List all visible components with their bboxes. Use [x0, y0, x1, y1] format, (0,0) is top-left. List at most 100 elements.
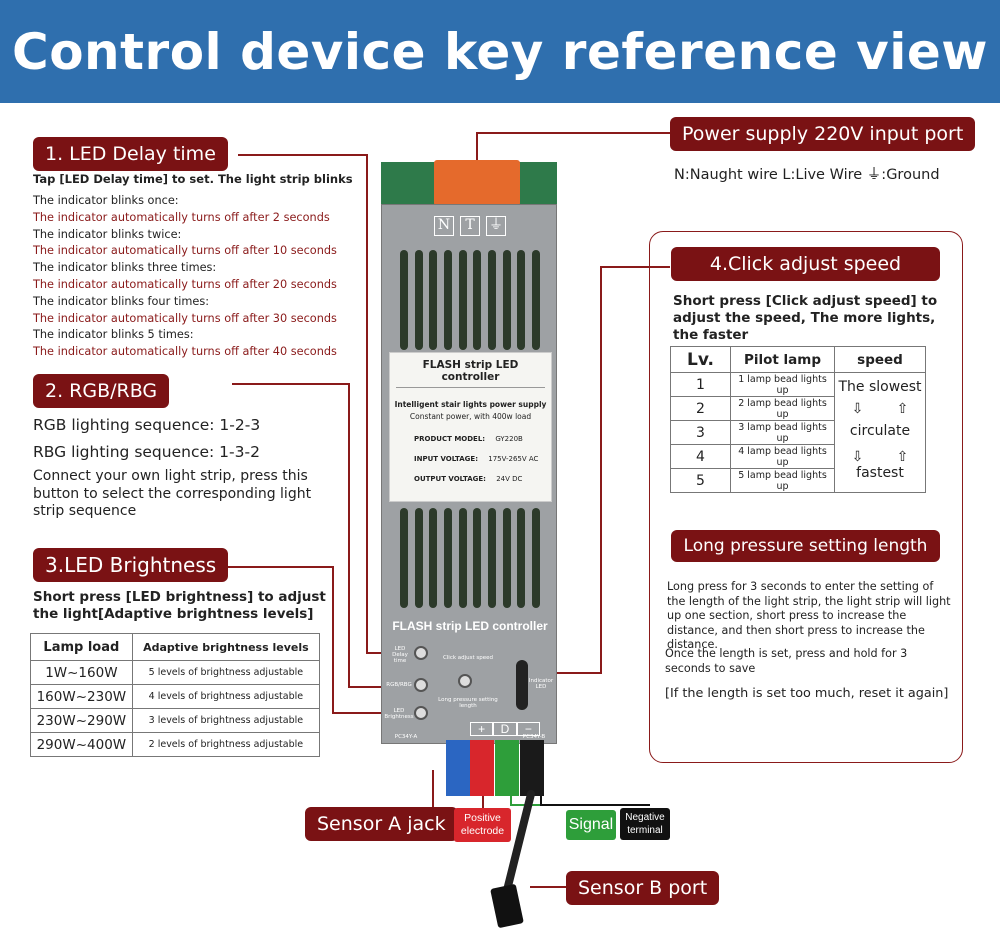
brand-logo-t: T: [460, 216, 480, 236]
leader-line: [332, 712, 414, 714]
delay-row: The indicator blinks 5 times:: [33, 328, 194, 342]
brightness-table: Lamp load Adaptive brightness levels 1W~…: [30, 633, 321, 757]
vent-slots-top: [400, 250, 540, 350]
negative-terminal-tag: Negative terminal: [620, 808, 670, 840]
speed-slowest: The slowest: [838, 379, 922, 395]
rgb-rbg-tag: 2. RGB/RBG: [33, 374, 170, 408]
led-brightness-button[interactable]: [414, 706, 428, 720]
header-banner: Control device key reference view: [0, 0, 1000, 103]
table-cell: 290W~400W: [30, 732, 133, 757]
indicator-led-label: Indicator LED: [528, 678, 554, 690]
vent-slot: [473, 508, 482, 608]
delay-row: The indicator automatically turns off af…: [33, 210, 330, 224]
product-label-title: FLASH strip LED controller: [396, 353, 545, 388]
speed-table: Lv. Pilot lamp speed 1 1 lamp bead light…: [670, 346, 926, 493]
vent-slots-bottom: [400, 508, 540, 608]
table-header: Lv.: [670, 346, 731, 373]
vent-slot: [400, 250, 408, 350]
table-cell: 3: [670, 420, 731, 445]
leader-line: [476, 132, 670, 134]
page-title: Control device key reference view: [12, 22, 988, 81]
plus-symbol: +: [470, 722, 494, 736]
output-voltage-row: OUTPUT VOLTAGE: 24V DC: [414, 475, 551, 483]
click-adjust-speed-description: Short press [Click adjust speed] to adju…: [673, 293, 938, 343]
delay-row: The indicator blinks twice:: [33, 227, 182, 241]
led-delay-time-section: Tap [LED Delay time] to set. The light s…: [33, 172, 353, 361]
long-pressure-button-label: Long pressure setting length: [438, 697, 498, 709]
leader-line: [530, 672, 602, 674]
leader-line: [332, 566, 334, 714]
leader-line: [600, 266, 602, 674]
rgb-rbg-description: Connect your own light strip, press this…: [33, 468, 312, 519]
speed-column: The slowest ⇩ ⇧ circulate ⇩ ⇧ fastest: [834, 372, 926, 493]
product-label-line2: Constant power, with 400w load: [409, 412, 532, 421]
led-brightness-button-label: LED Brightness: [384, 708, 414, 720]
leader-line: [366, 154, 368, 654]
delay-row: The indicator automatically turns off af…: [33, 244, 337, 258]
speed-arrows: ⇩ ⇧: [835, 398, 925, 420]
long-press-paragraph-2: Once the length is set, press and hold f…: [665, 647, 908, 675]
table-header: Pilot lamp: [730, 346, 835, 373]
signal-tag: Signal: [566, 810, 616, 840]
delay-row: The indicator blinks three times:: [33, 261, 217, 275]
table-cell: 4 lamp bead lights up: [730, 444, 835, 469]
click-adjust-speed-tag: 4.Click adjust speed: [671, 247, 940, 281]
table-cell: 2 levels of brightness adjustable: [131, 732, 321, 757]
product-model-label: PRODUCT MODEL:: [414, 435, 486, 443]
leader-line: [540, 804, 650, 806]
table-header: Lamp load: [30, 633, 133, 661]
table-cell: 230W~290W: [30, 708, 133, 733]
vent-slot: [400, 508, 408, 608]
device-body-title: FLASH strip LED controller: [392, 619, 548, 633]
led-delay-intro: Tap [LED Delay time] to set. The light s…: [33, 172, 353, 186]
leader-line: [232, 383, 350, 385]
delay-row: The indicator blinks once:: [33, 194, 179, 207]
pcb-label-b: PC34Y-B: [522, 734, 546, 740]
speed-arrows: ⇩ ⇧: [835, 446, 925, 468]
vent-slot: [458, 508, 467, 608]
table-cell: 1 lamp bead lights up: [730, 372, 835, 397]
table-cell: 1W~160W: [30, 660, 133, 685]
table-row: 1 1 lamp bead lights up The slowest ⇩ ⇧ …: [670, 372, 926, 493]
sensor-b-plug: [490, 883, 524, 929]
product-label-line1: Intelligent stair lights power supply: [394, 400, 547, 409]
click-adjust-speed-button[interactable]: [458, 674, 472, 688]
table-cell: 4: [670, 444, 731, 469]
delay-row: The indicator automatically turns off af…: [33, 345, 337, 359]
leader-line: [510, 804, 560, 806]
power-input-terminal: [434, 160, 520, 206]
leader-line: [228, 566, 334, 568]
led-delay-rows: The indicator blinks once: The indicator …: [33, 193, 353, 361]
vent-slot: [429, 508, 438, 608]
sensor-a-terminal: [446, 740, 470, 796]
brand-logo-ground: ⏚: [486, 216, 506, 236]
delay-row: The indicator blinks four times:: [33, 294, 210, 308]
brand-logo-n: N: [434, 216, 454, 236]
led-delay-time-button[interactable]: [414, 646, 428, 660]
delay-row: The indicator automatically turns off af…: [33, 277, 337, 291]
leader-line: [348, 383, 350, 687]
output-voltage-label: OUTPUT VOLTAGE:: [414, 475, 486, 483]
table-cell: 4 levels of brightness adjustable: [131, 684, 321, 709]
arrow-up-icon: ⇧: [896, 401, 909, 417]
speed-fastest: fastest: [856, 465, 904, 481]
power-supply-tag: Power supply 220V input port: [670, 117, 976, 151]
led-brightness-description: Short press [LED brightness] to adjust t…: [33, 589, 326, 622]
rgb-rbg-button[interactable]: [414, 678, 428, 692]
vent-slot: [517, 508, 526, 608]
table-header-row: Lamp load Adaptive brightness levels: [30, 633, 321, 661]
input-voltage-label: INPUT VOLTAGE:: [414, 455, 479, 463]
long-pressure-tag: Long pressure setting length: [671, 530, 940, 562]
output-voltage-value: 24V DC: [496, 475, 523, 483]
signal-terminal: [495, 740, 519, 796]
input-voltage-value: 175V-265V AC: [488, 455, 539, 463]
vent-slot: [414, 250, 423, 350]
long-press-paragraph-1: Long press for 3 seconds to enter the se…: [667, 580, 951, 651]
table-cell: 2: [670, 396, 731, 421]
vent-slot: [487, 508, 496, 608]
table-cell: 3 lamp bead lights up: [730, 420, 835, 445]
